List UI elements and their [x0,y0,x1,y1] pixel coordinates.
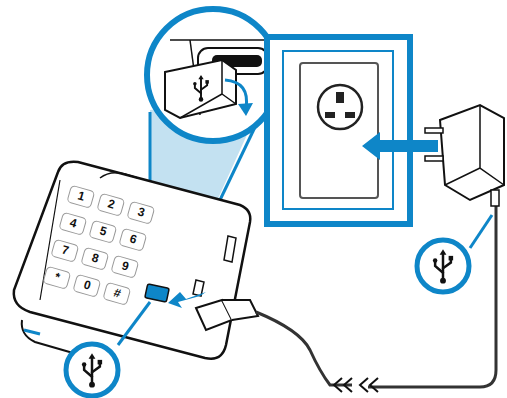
key-button [43,266,71,289]
key-button [73,274,101,297]
usb-detail-circle [66,302,150,396]
wall-socket [267,37,410,224]
charger-adapter [425,105,504,206]
port-zoom-circle [147,9,279,141]
key-button [89,220,117,243]
usb-cable-circle [417,215,492,292]
keypad [43,185,155,305]
usb-cable [196,205,496,392]
key-button [119,228,147,251]
key-button [111,255,139,278]
key-button [51,239,79,262]
key-button [103,282,131,305]
key-button [81,247,109,270]
insert-arrow [168,292,206,308]
key-button [127,201,155,224]
key-button [67,185,95,208]
key-button [97,193,125,216]
key-button [59,212,87,235]
phone [14,162,250,359]
